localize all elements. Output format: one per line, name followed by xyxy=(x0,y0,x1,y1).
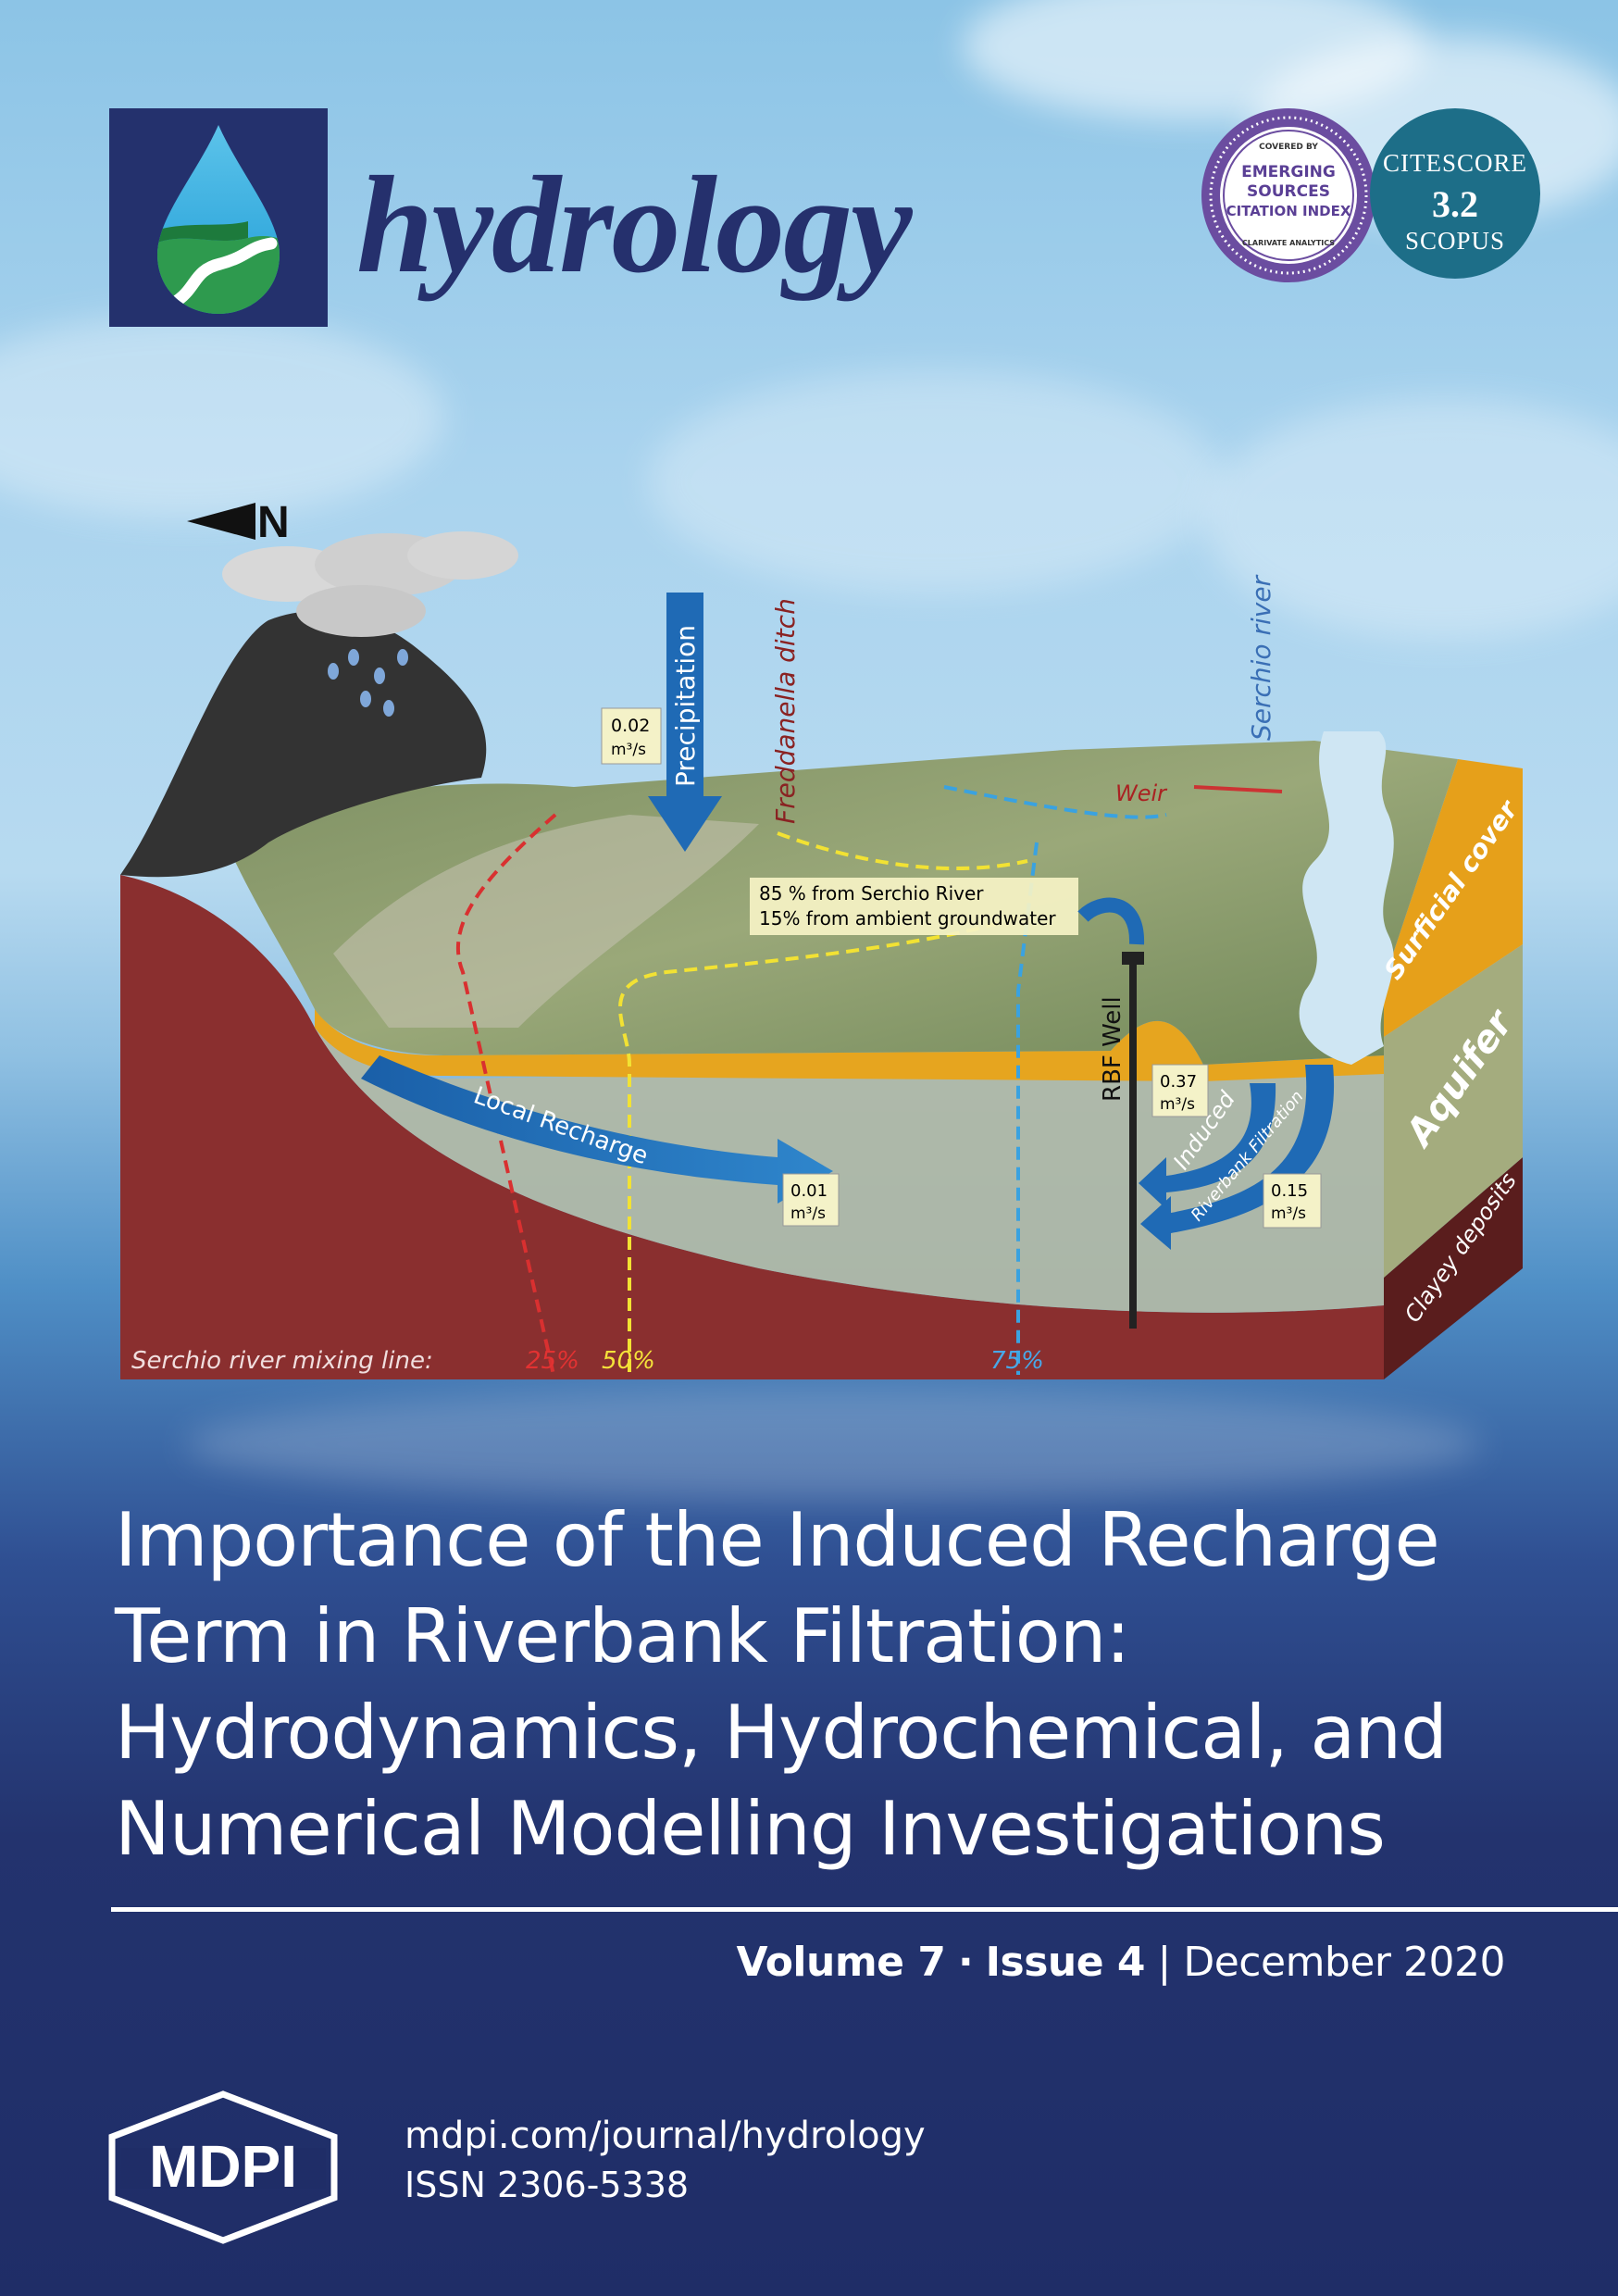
journal-logo xyxy=(109,108,328,327)
clayey-side xyxy=(1384,1157,1523,1379)
serchio-river xyxy=(1299,731,1394,1065)
mix-line-50 xyxy=(618,831,1028,1375)
esci-line3: CITATION INDEX xyxy=(1226,203,1351,219)
title-line: Term in Riverbank Filtration: xyxy=(115,1593,1130,1679)
well-rate-box xyxy=(1151,1064,1209,1117)
cloud xyxy=(648,370,1222,593)
citescore-value: 3.2 xyxy=(1432,183,1478,225)
induced-rate-box xyxy=(1263,1173,1322,1229)
mdpi-logo-text: MDPI xyxy=(149,2133,297,2200)
local-rate-unit: m³/s xyxy=(790,1204,826,1223)
pct-50: 50% xyxy=(602,1347,655,1375)
surficial-side xyxy=(1384,759,1523,1037)
precipitation-label: Precipitation xyxy=(670,625,701,787)
water-drop-icon xyxy=(157,125,280,314)
title-line: Numerical Modelling Investigations xyxy=(115,1786,1386,1872)
rbf-arrow xyxy=(1140,1065,1335,1250)
precip-rate-value: 0.02 xyxy=(611,716,650,736)
block-diagram: Precipitation 0.02 m³/s Freddanella ditc… xyxy=(120,531,1525,1379)
well-label: RBF Well xyxy=(1099,996,1126,1102)
divider-rule xyxy=(111,1907,1618,1912)
issue-number: Issue 4 xyxy=(985,1939,1146,1986)
rain-cloud xyxy=(222,531,518,637)
esci-badge: COVERED BY EMERGING SOURCES CITATION IND… xyxy=(1200,106,1377,284)
weir-line xyxy=(1193,785,1283,793)
citescore-badge: CITESCORE 3.2 SCOPUS xyxy=(1370,108,1540,279)
citescore-label: CITESCORE xyxy=(1382,149,1527,177)
well-arrow xyxy=(1077,897,1145,945)
issue-info: Volume 7 · Issue 4 | December 2020 xyxy=(736,1939,1506,1986)
issue-date: December 2020 xyxy=(1183,1939,1505,1986)
aquifer-side xyxy=(1384,944,1523,1278)
induced-rate-value: 0.15 xyxy=(1271,1181,1308,1201)
north-label: N xyxy=(257,498,290,547)
issue-separator: · xyxy=(957,1939,974,1986)
arrow-left-icon xyxy=(187,503,255,540)
rain-drops xyxy=(328,649,408,717)
cloud xyxy=(1203,398,1618,639)
local-recharge-arrow xyxy=(361,1055,833,1204)
induced-rate-unit: m³/s xyxy=(1271,1204,1306,1223)
cloud xyxy=(0,315,444,518)
precip-rate-unit: m³/s xyxy=(611,741,646,759)
well-rate-unit: m³/s xyxy=(1160,1095,1195,1114)
mixing-line-label: Serchio river mixing line: xyxy=(131,1347,433,1375)
article-title: Importance of the Induced Recharge Term … xyxy=(115,1492,1559,1878)
title-line: Importance of the Induced Recharge xyxy=(115,1497,1440,1583)
precipitation-arrow xyxy=(648,593,722,852)
journal-name: hydrology xyxy=(356,148,913,302)
esci-line2: SOURCES xyxy=(1247,182,1330,201)
citescore-source: SCOPUS xyxy=(1404,227,1506,255)
induced-arrow xyxy=(1139,1083,1276,1209)
well-head xyxy=(1122,952,1144,965)
journal-url[interactable]: mdpi.com/journal/hydrology xyxy=(404,2115,926,2157)
aquifer-layer xyxy=(315,1028,1384,1313)
bedrock-layer xyxy=(120,875,1384,1379)
precip-rate-box xyxy=(601,707,662,765)
mix-line2: 15% from ambient groundwater xyxy=(759,907,1056,930)
weir-label: Weir xyxy=(1115,780,1168,806)
mix-line1: 85 % from Serchio River xyxy=(759,882,984,905)
ditch-label: Freddanella ditch xyxy=(770,598,801,824)
well-rate-value: 0.37 xyxy=(1160,1072,1197,1092)
rbf-well xyxy=(1129,958,1137,1329)
surficial-band xyxy=(315,1009,1384,1081)
north-arrow: N xyxy=(185,497,305,547)
esci-top: COVERED BY xyxy=(1259,143,1318,152)
mix-ratio-box xyxy=(750,878,1078,935)
issn: ISSN 2306-5338 xyxy=(404,2165,690,2205)
local-rate-box xyxy=(782,1173,840,1227)
title-line: Hydrodynamics, Hydrochemical, and xyxy=(115,1690,1448,1776)
pct-25: 25% xyxy=(526,1347,579,1375)
urban-area xyxy=(333,815,759,1028)
mountain xyxy=(120,611,487,878)
mix-line-25 xyxy=(456,813,557,1376)
esci-bottom: CLARIVATE ANALYTICS xyxy=(1242,239,1335,247)
issue-divider: | xyxy=(1157,1939,1172,1986)
cloud xyxy=(185,1389,1481,1500)
pct-75: 75% xyxy=(990,1347,1044,1375)
volume: Volume 7 xyxy=(736,1939,946,1986)
mdpi-logo: MDPI xyxy=(107,2090,339,2244)
river-label: Serchio river xyxy=(1246,574,1276,741)
esci-line1: EMERGING xyxy=(1241,163,1336,181)
local-rate-value: 0.01 xyxy=(790,1181,828,1201)
